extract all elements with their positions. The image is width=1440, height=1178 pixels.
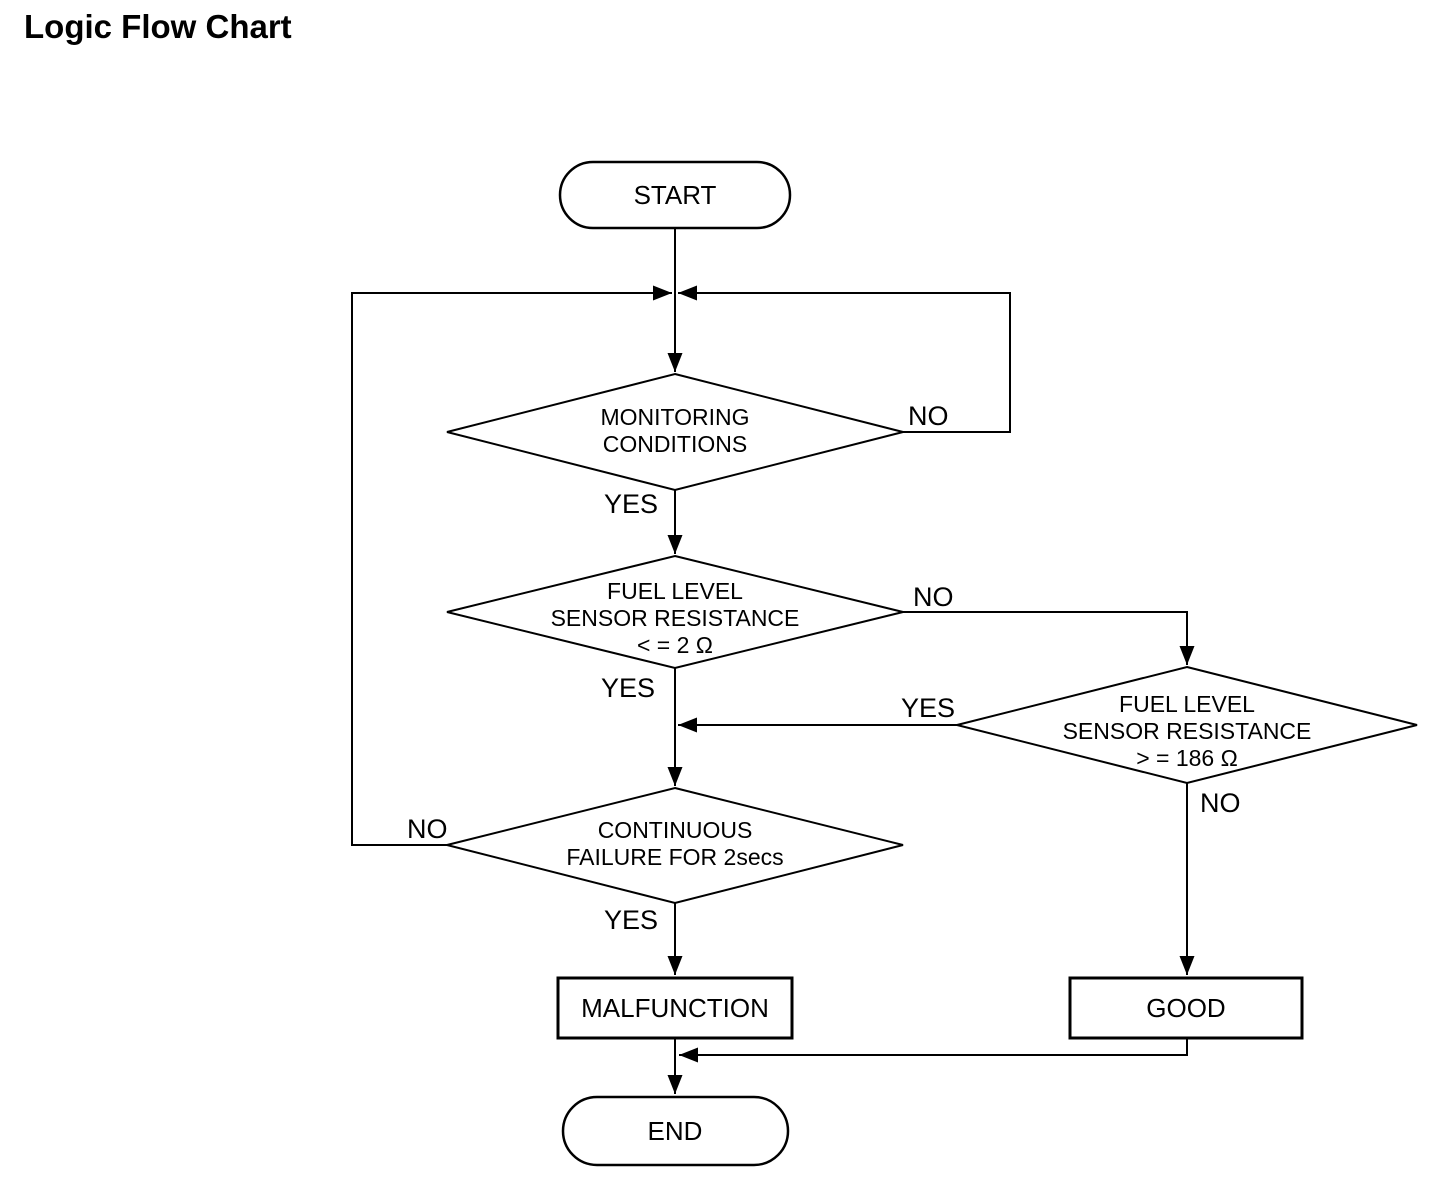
good-node-label: GOOD <box>1146 993 1225 1023</box>
edge-label-continuous-yes: YES <box>604 905 658 935</box>
edge-label-monitoring-no: NO <box>908 401 949 431</box>
edge-continuous-no-loop <box>351 285 672 846</box>
malfunction-node <box>556 976 794 1040</box>
monitoring-conditions-line1: MONITORING <box>600 404 749 430</box>
monitoring-conditions-decision <box>446 372 904 492</box>
fuel-level-low-line1: FUEL LEVEL <box>607 578 743 604</box>
continuous-failure-line1: CONTINUOUS <box>598 817 753 843</box>
end-node <box>561 1095 790 1167</box>
edge-fuel-low-no-to-fuel-high <box>903 611 1195 665</box>
edge-monitoring-no-loop <box>678 285 1011 433</box>
fuel-level-low-line2: SENSOR RESISTANCE <box>551 605 800 631</box>
fuel-level-low-resistance-decision <box>446 554 904 670</box>
edge-label-fuel-high-yes: YES <box>901 693 955 723</box>
continuous-failure-decision <box>446 786 904 905</box>
fuel-level-high-line2: SENSOR RESISTANCE <box>1063 718 1312 744</box>
good-node <box>1068 976 1304 1040</box>
continuous-failure-line2: FAILURE FOR 2secs <box>566 844 783 870</box>
end-node-label: END <box>648 1116 703 1146</box>
fuel-level-high-line1: FUEL LEVEL <box>1119 691 1255 717</box>
start-node <box>558 160 792 230</box>
start-node-label: START <box>634 180 717 210</box>
fuel-level-high-resistance-decision <box>956 665 1418 785</box>
page-title: Logic Flow Chart <box>24 8 292 45</box>
edge-label-fuel-low-yes: YES <box>601 673 655 703</box>
edge-label-fuel-low-no: NO <box>913 582 954 612</box>
edge-label-fuel-high-no: NO <box>1200 788 1241 818</box>
edge-good-to-end-merge <box>679 1038 1188 1063</box>
monitoring-conditions-line2: CONDITIONS <box>603 431 747 457</box>
fuel-level-low-line3: < = 2 Ω <box>637 632 713 658</box>
malfunction-node-label: MALFUNCTION <box>581 993 769 1023</box>
fuel-level-high-line3: > = 186 Ω <box>1136 745 1238 771</box>
edge-label-continuous-no: NO <box>407 814 448 844</box>
edge-label-monitoring-yes: YES <box>604 489 658 519</box>
